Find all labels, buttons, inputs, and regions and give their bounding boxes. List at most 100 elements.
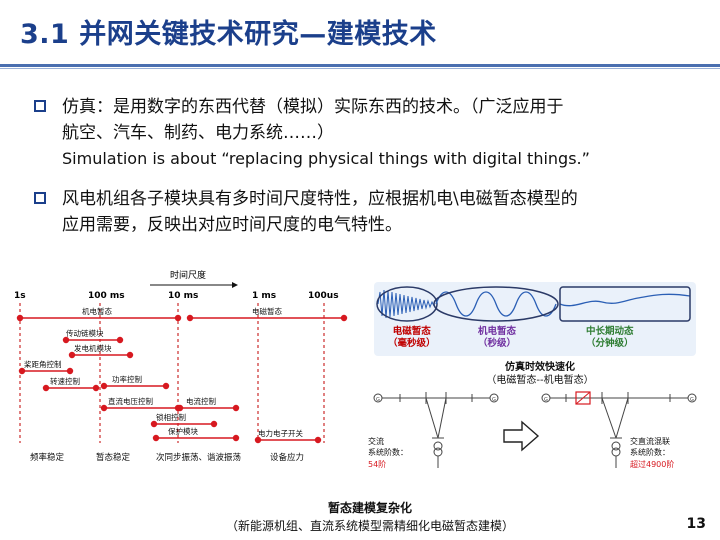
bar-end-dot bbox=[92, 384, 100, 392]
bullet-line: 仿真：是用数字的东西代替（模拟）实际东西的技术。（广泛应用于 bbox=[62, 97, 564, 117]
bar-end-dot bbox=[162, 382, 170, 390]
bar-label: 锁相控制 bbox=[156, 412, 186, 422]
em-region-ellipse bbox=[376, 286, 438, 322]
time-scale-label: 时间尺度 bbox=[170, 269, 206, 281]
bar-end-dot bbox=[152, 434, 160, 442]
bottom-caption: 暂态建模复杂化 （新能源机组、直流系统模型需精细化电磁暂态建模） bbox=[140, 499, 600, 535]
bar-end-dot bbox=[232, 434, 240, 442]
transformer-icon bbox=[611, 441, 621, 451]
ac-note-line: 交流 bbox=[368, 436, 384, 446]
gen-symbol: G bbox=[690, 397, 694, 403]
wave-label-line: （分钟级） bbox=[586, 338, 634, 349]
bar-label: 功率控制 bbox=[112, 374, 142, 384]
bar-end-dot bbox=[66, 367, 74, 375]
tick-label: 100 ms bbox=[88, 291, 125, 301]
acceleration-caption: 仿真时效快速化 （电磁暂态--机电暂态） bbox=[440, 361, 640, 387]
waveform-svg bbox=[376, 286, 691, 322]
bottom-caption-title: 暂态建模复杂化 bbox=[327, 501, 412, 515]
wave-label-line: （毫秒级） bbox=[388, 338, 436, 349]
gen-symbol: G bbox=[492, 397, 496, 403]
bullet-line-english: Simulation is about “replacing physical … bbox=[62, 149, 590, 168]
bar-end-dot bbox=[150, 420, 158, 428]
ac-note-line: 系统阶数： bbox=[368, 447, 408, 457]
category-label: 暂态稳定 bbox=[96, 452, 131, 463]
bullet-box-icon bbox=[34, 100, 46, 112]
bar-end-dot bbox=[62, 336, 70, 344]
bar-end-dot bbox=[100, 404, 108, 412]
converter-diagonal bbox=[575, 391, 591, 405]
acdc-note-line: 系统阶数： bbox=[630, 447, 670, 457]
bar-label: 转速控制 bbox=[50, 376, 80, 386]
bar-end-dot bbox=[18, 367, 26, 375]
mech-transient-wave bbox=[435, 291, 557, 317]
long-term-wave bbox=[559, 293, 691, 307]
bar-label: 保护模块 bbox=[168, 426, 198, 436]
em-transient-wave bbox=[377, 289, 435, 319]
bar-end-dot bbox=[126, 351, 134, 359]
acdc-network-diagram bbox=[541, 392, 697, 468]
long-term-region-box bbox=[559, 286, 691, 322]
bar-label: 电力电子开关 bbox=[258, 428, 303, 438]
category-label: 频率稳定 bbox=[30, 452, 65, 463]
bottom-caption-subtitle: （新能源机组、直流系统模型需精细化电磁暂态建模） bbox=[225, 519, 514, 533]
bar-end-dot bbox=[210, 420, 218, 428]
mech-region-ellipse bbox=[433, 286, 559, 322]
bar-label: 直流电压控制 bbox=[108, 396, 153, 406]
acdc-note-line: 交直流混联 bbox=[630, 436, 670, 446]
transformer-icon bbox=[433, 447, 443, 457]
bullet-box-icon bbox=[34, 192, 46, 204]
transformer-icon bbox=[433, 441, 443, 451]
em-transient-label: 电磁暂态 （毫秒级） bbox=[388, 326, 436, 350]
title-bar: 3.1 并网关键技术研究—建模技术 bbox=[0, 0, 720, 66]
tick-label: 1 ms bbox=[252, 291, 276, 301]
tick-label: 1s bbox=[14, 291, 26, 301]
category-label: 次同步振荡、谐波振荡 bbox=[156, 452, 242, 463]
bar-end-dot bbox=[254, 436, 262, 444]
gen-symbol: G bbox=[376, 397, 380, 403]
mech-transient-label: 机电暂态 （秒级） bbox=[478, 326, 516, 350]
bar-label: 机电暂态 bbox=[82, 306, 112, 316]
wave-label-line: 机电暂态 bbox=[478, 326, 517, 337]
tick-label: 10 ms bbox=[168, 291, 198, 301]
circuit-diagrams: G G G G 交流 系统阶数： 54阶 交直流混联 系统阶数： 超过4900阶 bbox=[368, 391, 697, 469]
transformer-icon bbox=[611, 447, 621, 457]
wave-label-line: 中长期动态 bbox=[586, 326, 634, 337]
wave-label-line: （秒级） bbox=[478, 338, 517, 349]
bar-end-dot bbox=[116, 336, 124, 344]
long-term-label: 中长期动态 （分钟级） bbox=[586, 326, 634, 350]
bullet-line: 航空、汽车、制药、电力系统……） bbox=[62, 123, 334, 143]
slide-title: 3.1 并网关键技术研究—建模技术 bbox=[20, 19, 437, 50]
bar-end-dot bbox=[340, 314, 348, 322]
wave-label-line: 电磁暂态 bbox=[392, 326, 431, 337]
acdc-order-value: 超过4900阶 bbox=[630, 459, 674, 469]
bar-end-dot bbox=[186, 314, 194, 322]
bar-end-dot bbox=[42, 384, 50, 392]
bullet-line: 应用需要，反映出对应时间尺度的电气特性。 bbox=[62, 215, 402, 235]
bar-label: 桨距角控制 bbox=[24, 359, 62, 369]
bar-end-dot bbox=[16, 314, 24, 322]
transition-arrow-icon bbox=[503, 420, 540, 452]
waveform-panel: 电磁暂态 （毫秒级） 机电暂态 （秒级） 中长期动态 （分钟级） bbox=[374, 282, 696, 356]
bar-end-dot bbox=[232, 404, 240, 412]
caption-subtitle: （电磁暂态--机电暂态） bbox=[486, 375, 594, 386]
bar-end-dot bbox=[68, 351, 76, 359]
tick-label: 100us bbox=[308, 291, 339, 301]
time-scale-diagram: 时间尺度 1s 100 ms 10 ms 1 ms 100us bbox=[14, 269, 348, 463]
bar-end-dot bbox=[176, 404, 184, 412]
converter-box-icon bbox=[575, 391, 591, 405]
bar-label: 传动链模块 bbox=[66, 328, 104, 338]
page-number: 13 bbox=[686, 516, 706, 532]
gen-symbol: G bbox=[544, 397, 548, 403]
bar-end-dot bbox=[174, 314, 182, 322]
bar-end-dot bbox=[314, 436, 322, 444]
bar-label: 发电机模块 bbox=[74, 343, 112, 353]
bar-label: 电磁暂态 bbox=[252, 306, 282, 316]
ac-order-value: 54阶 bbox=[368, 459, 386, 469]
bar-end-dot bbox=[100, 382, 108, 390]
bar-label: 电流控制 bbox=[186, 396, 216, 406]
bullet-line: 风电机组各子模块具有多时间尺度特性，应根据机电\电磁暂态模型的 bbox=[62, 189, 578, 209]
title-divider bbox=[0, 64, 720, 67]
title-divider-thin bbox=[0, 68, 720, 69]
ac-network-diagram bbox=[373, 392, 499, 468]
arrow-head-icon bbox=[232, 282, 238, 288]
